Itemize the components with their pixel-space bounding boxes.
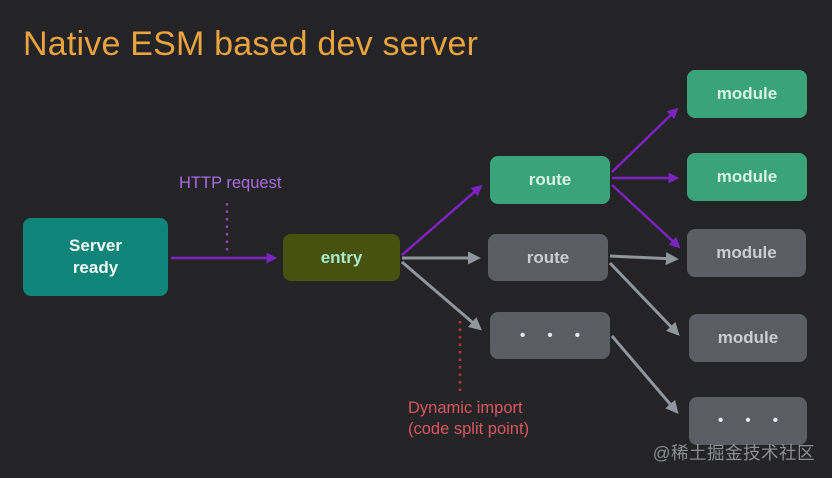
arrow-entry-to-route-top <box>401 184 483 256</box>
node-module-3: module <box>687 229 806 277</box>
node-module-2: module <box>687 153 807 201</box>
node-server-ready: Server ready <box>23 218 168 296</box>
arrow-route-mid-to-module-3 <box>609 252 679 266</box>
arrow-route-top-to-module-3 <box>611 184 681 249</box>
node-dots-bottom: • • • <box>689 397 807 445</box>
arrow-route-mid-to-module-4 <box>608 261 680 336</box>
node-dots-mid: • • • <box>490 312 610 359</box>
node-module-4: module <box>689 314 807 362</box>
node-module-1: module <box>687 70 807 118</box>
node-route-mid: route <box>488 234 608 281</box>
http-request-label: HTTP request <box>179 174 282 192</box>
dynamic-import-label: Dynamic import (code split point) <box>408 399 530 438</box>
watermark: @稀土掘金技术社区 <box>652 443 815 463</box>
arrow-dots-mid-to-dots-bottom <box>610 335 679 414</box>
node-entry: entry <box>283 234 400 281</box>
arrow-entry-to-dots-mid <box>401 260 482 331</box>
page-title: Native ESM based dev server <box>23 25 479 63</box>
arrow-route-top-to-module-1 <box>611 107 679 173</box>
node-route-top: route <box>490 156 610 204</box>
